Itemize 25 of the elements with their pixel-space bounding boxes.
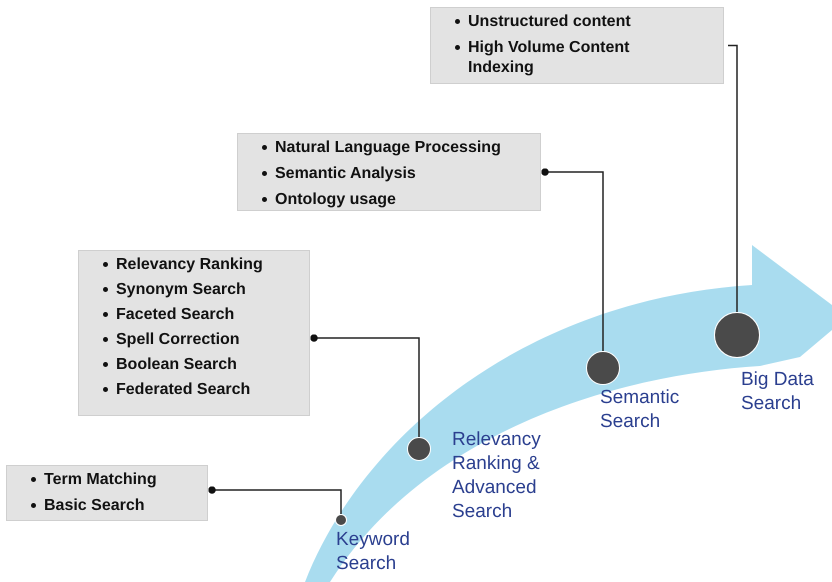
bullet-item: Boolean Search (116, 355, 237, 375)
bullet-item: Ontology usage (275, 190, 396, 210)
connector-line (208, 486, 342, 514)
bullet-item: Term Matching (44, 470, 157, 490)
bullet-item: Unstructured content (468, 12, 631, 32)
stage-label: Keyword Search (336, 528, 411, 576)
bullet-item: Natural Language Processing (275, 138, 501, 158)
feature-list-box (237, 133, 541, 211)
bullet-item: Relevancy Ranking (116, 255, 263, 275)
bullet-item: Faceted Search (116, 305, 234, 325)
feature-list-box (78, 250, 310, 416)
feature-list-box (6, 465, 208, 521)
bullet-item: Spell Correction (116, 330, 240, 350)
bullet-item: Basic Search (44, 496, 145, 516)
bullet-item: High Volume Content Indexing (468, 38, 630, 78)
bullet-item: Semantic Analysis (275, 164, 416, 184)
bullet-item: Federated Search (116, 380, 250, 400)
stage-label: Semantic Search (600, 386, 680, 434)
feature-list-box (430, 7, 724, 84)
connector-line (310, 334, 420, 437)
stage-label: Big Data Search (741, 368, 815, 416)
connector-line (541, 168, 604, 351)
connector-line (728, 44, 738, 312)
stage-label: Relevancy Ranking & Advanced Search (452, 428, 542, 524)
bullet-item: Synonym Search (116, 280, 246, 300)
